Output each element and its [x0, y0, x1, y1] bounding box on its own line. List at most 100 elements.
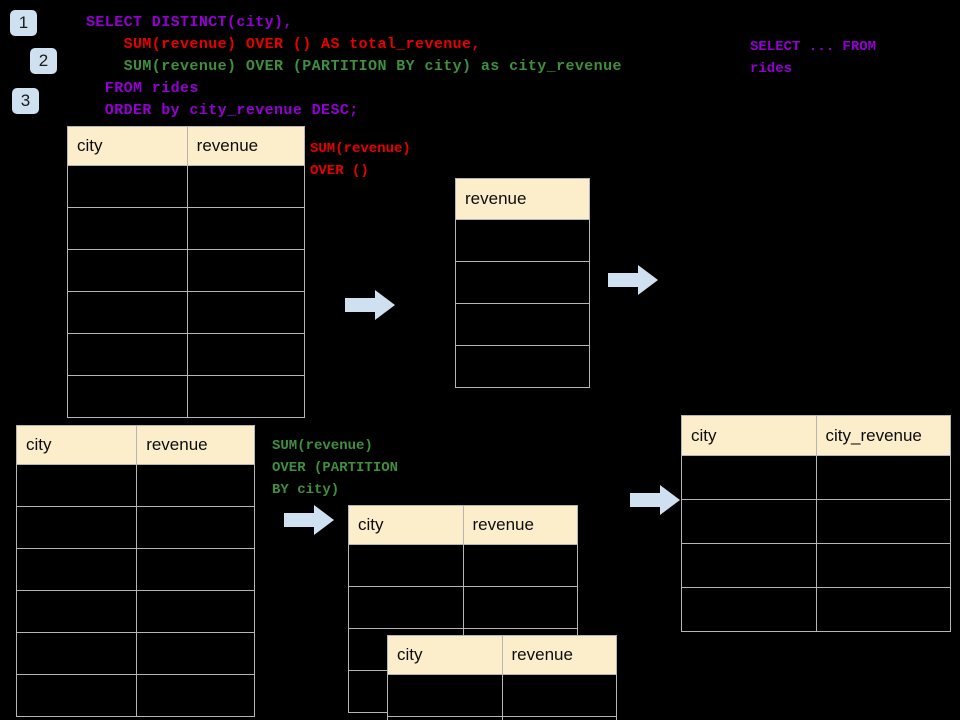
table-row	[681, 455, 951, 500]
table-cell	[815, 587, 951, 632]
table-cell	[387, 674, 503, 717]
table-cell	[15, 632, 138, 675]
table-body	[67, 165, 306, 418]
annotation-sum-over-partition: SUM(revenue) OVER (PARTITION BY city)	[272, 438, 399, 498]
column-header-revenue: revenue	[136, 425, 255, 465]
column-header-revenue: revenue	[501, 635, 617, 675]
table-row	[681, 499, 951, 544]
table-cell	[387, 716, 503, 720]
table-row	[455, 261, 590, 304]
table-row	[348, 586, 578, 629]
table-cell	[501, 716, 617, 720]
table-row	[67, 207, 306, 250]
table-row	[15, 632, 255, 675]
table-cell	[67, 333, 188, 376]
table-body	[15, 464, 255, 717]
table-header-row: revenue	[455, 178, 590, 220]
table-cell	[67, 165, 188, 208]
table-body	[455, 219, 590, 388]
table-row	[387, 716, 617, 720]
table-cell	[681, 543, 817, 588]
table-cell	[455, 345, 590, 388]
sql-line-order-by: ORDER by city_revenue DESC;	[86, 102, 359, 119]
table-cell	[67, 207, 188, 250]
table-row	[455, 303, 590, 346]
table-cell	[186, 249, 306, 292]
table-cell	[67, 375, 188, 418]
table-header-row: city city_revenue	[681, 415, 951, 456]
column-header-city: city	[15, 425, 138, 465]
column-header-city-revenue: city_revenue	[815, 415, 951, 456]
table-body	[681, 455, 951, 632]
sql-line-sum-over-empty: SUM(revenue) OVER () AS total_revenue,	[86, 36, 481, 53]
table-header-row: city revenue	[15, 425, 255, 465]
table-cell	[815, 499, 951, 544]
step-badge-3: 3	[12, 88, 39, 114]
table-row	[15, 590, 255, 633]
table-body	[387, 674, 617, 720]
table-source-top: city revenue	[67, 126, 306, 418]
table-row	[15, 506, 255, 549]
table-row	[67, 249, 306, 292]
table-row	[15, 548, 255, 591]
table-cell	[136, 590, 255, 633]
table-cell	[136, 632, 255, 675]
column-header-revenue: revenue	[186, 126, 306, 166]
table-cell	[67, 291, 188, 334]
table-cell	[681, 499, 817, 544]
table-cell	[681, 587, 817, 632]
table-cell	[462, 586, 578, 629]
table-row	[681, 587, 951, 632]
table-cell	[815, 455, 951, 500]
table-cell	[186, 333, 306, 376]
table-row	[348, 544, 578, 587]
arrow-source-to-total	[345, 290, 395, 320]
sql-line-select: SELECT DISTINCT(city),	[86, 14, 293, 31]
table-header-row: city revenue	[348, 505, 578, 545]
table-row	[681, 543, 951, 588]
column-header-city: city	[681, 415, 817, 456]
table-row	[15, 674, 255, 717]
table-cell	[186, 207, 306, 250]
table-cell	[136, 506, 255, 549]
column-header-revenue: revenue	[455, 178, 590, 220]
table-row	[15, 464, 255, 507]
table-row	[67, 291, 306, 334]
table-cell	[815, 543, 951, 588]
table-cell	[136, 548, 255, 591]
table-cell	[67, 249, 188, 292]
table-cell	[15, 674, 138, 717]
column-header-city: city	[67, 126, 188, 166]
table-cell	[15, 548, 138, 591]
table-total-revenue: revenue	[455, 178, 590, 388]
table-cell	[462, 544, 578, 587]
column-header-city: city	[387, 635, 503, 675]
table-cell	[136, 464, 255, 507]
table-cell	[501, 674, 617, 717]
annotation-sum-over-empty: SUM(revenue) OVER ()	[310, 141, 411, 179]
table-row	[67, 375, 306, 418]
table-header-row: city revenue	[387, 635, 617, 675]
table-cell	[455, 261, 590, 304]
arrow-total-to-right	[608, 265, 658, 295]
table-partition-front: city revenue	[387, 635, 617, 720]
table-row	[455, 219, 590, 262]
table-cell	[348, 544, 464, 587]
table-cell	[455, 219, 590, 262]
table-cell	[136, 674, 255, 717]
step-badge-2: 2	[30, 48, 57, 74]
table-source-bottom: city revenue	[15, 425, 255, 717]
column-header-revenue: revenue	[462, 505, 578, 545]
table-cell	[455, 303, 590, 346]
table-row	[67, 165, 306, 208]
arrow-source-to-partition	[284, 505, 334, 535]
table-row	[387, 674, 617, 717]
column-header-city: city	[348, 505, 464, 545]
sql-line-from: FROM rides	[86, 80, 199, 97]
table-cell	[186, 165, 306, 208]
step-badge-1: 1	[10, 10, 37, 36]
table-cell	[348, 586, 464, 629]
table-cell	[15, 506, 138, 549]
table-result: city city_revenue	[681, 415, 951, 632]
